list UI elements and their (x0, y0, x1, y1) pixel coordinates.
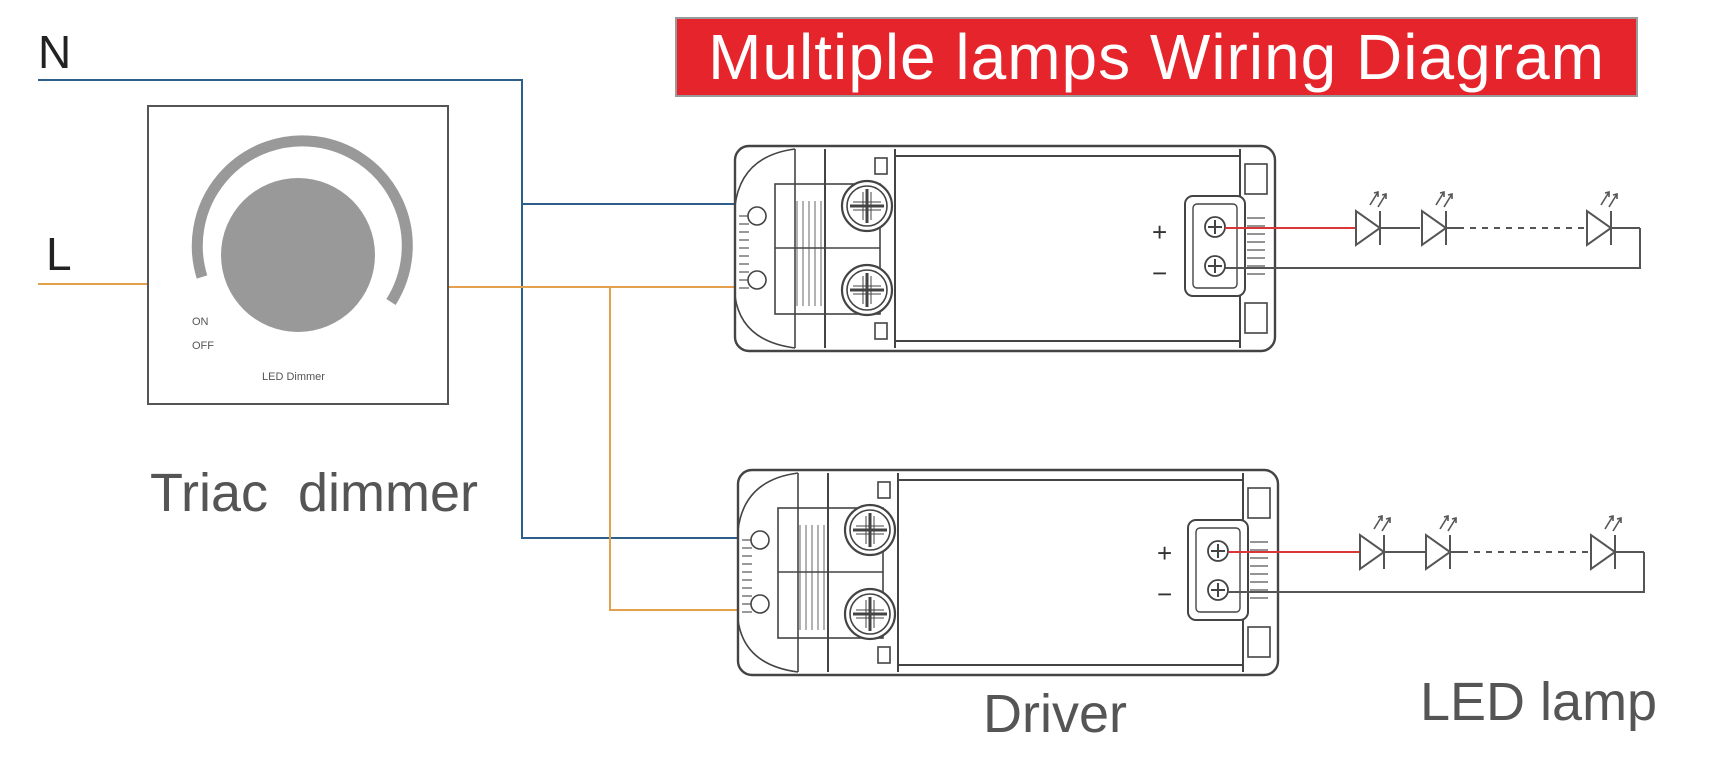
diagram-title: Multiple lamps Wiring Diagram (675, 17, 1638, 97)
dimmer-on-label: ON (192, 316, 209, 328)
dimmer-model-label: LED Dimmer (262, 371, 325, 383)
live-label: L (46, 228, 72, 280)
driver-unit-bottom (738, 470, 1278, 675)
triac-dimmer-label: Triac dimmer (150, 463, 478, 523)
led-lamp-label: LED lamp (1420, 672, 1657, 732)
dimmer-off-label: OFF (192, 340, 214, 352)
triac-dimmer: ON OFF LED Dimmer (147, 105, 449, 405)
minus-label-bottom: − (1157, 579, 1172, 609)
minus-label-top: − (1152, 258, 1167, 288)
led-string-top (1225, 191, 1641, 269)
neutral-wire (38, 79, 760, 539)
led-string-bottom (1228, 515, 1645, 593)
plus-label-bottom: + (1157, 538, 1172, 568)
driver-label: Driver (983, 684, 1127, 744)
dimmer-knob (221, 178, 375, 332)
neutral-label: N (38, 26, 71, 78)
driver-unit-top (735, 146, 1275, 351)
plus-label-top: + (1152, 217, 1167, 247)
